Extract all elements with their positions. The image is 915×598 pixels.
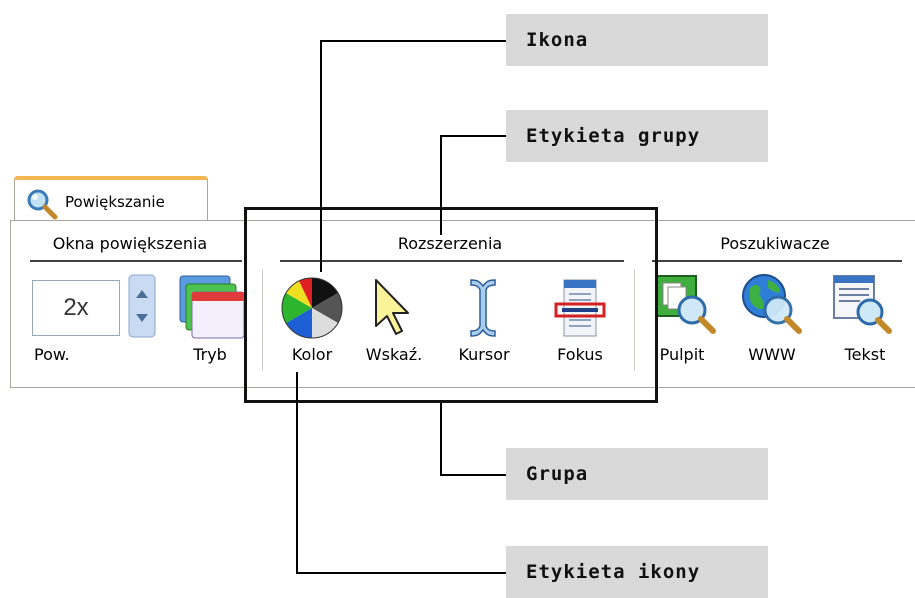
tab-powiekszanie[interactable]: Powiększanie xyxy=(14,176,208,222)
connector-etykieta-grupy-horizontal xyxy=(440,135,506,137)
connector-etykieta-ikony-vertical xyxy=(296,372,298,574)
pointer-icon[interactable] xyxy=(370,276,414,340)
spinner-icon[interactable] xyxy=(128,274,156,338)
web-finder-icon[interactable] xyxy=(740,272,804,338)
callout-etykieta-ikony: Etykieta ikony xyxy=(506,546,768,598)
group-separator xyxy=(634,270,635,370)
focus-icon[interactable] xyxy=(552,276,608,340)
group-label-poszukiwacze: Poszukiwacze xyxy=(720,234,830,253)
group-label-rozszerzenia: Rozszerzenia xyxy=(397,234,503,253)
group-label-okna: Okna powiększenia xyxy=(52,234,208,253)
connector-ikona-vertical xyxy=(320,40,322,272)
item-label-www: WWW xyxy=(748,345,796,364)
connector-etykieta-grupy-vertical xyxy=(440,135,442,235)
item-label-pow: Pow. xyxy=(34,345,70,364)
ibeam-cursor-icon[interactable] xyxy=(468,276,498,340)
item-label-kursor: Kursor xyxy=(458,345,510,364)
color-wheel-icon[interactable] xyxy=(280,276,344,340)
connector-etykieta-ikony-horizontal xyxy=(296,572,506,574)
item-label-tryb: Tryb xyxy=(193,345,227,364)
connector-ikona-horizontal xyxy=(320,40,506,42)
zoom-level-field[interactable]: 2x xyxy=(32,280,120,336)
item-label-pulpit: Pulpit xyxy=(659,345,705,364)
text-finder-icon[interactable] xyxy=(830,272,894,338)
item-label-fokus: Fokus xyxy=(557,345,603,364)
desktop-finder-icon[interactable] xyxy=(654,272,718,338)
callout-ikona: Ikona xyxy=(506,14,768,66)
connector-grupa-horizontal xyxy=(440,474,506,476)
windows-icon[interactable] xyxy=(178,274,244,340)
magnifier-icon xyxy=(27,189,58,220)
item-label-tekst: Tekst xyxy=(844,345,886,364)
group-separator xyxy=(262,270,263,370)
connector-grupa-vertical xyxy=(440,403,442,476)
callout-etykieta-grupy: Etykieta grupy xyxy=(506,110,768,162)
group-divider-rozszerzenia xyxy=(280,260,624,262)
group-divider-poszukiwacze xyxy=(652,260,902,262)
callout-grupa: Grupa xyxy=(506,448,768,500)
group-highlight-box xyxy=(244,207,658,403)
tab-label: Powiększanie xyxy=(65,193,165,211)
item-label-wskaz: Wskaź. xyxy=(365,345,423,364)
item-label-kolor: Kolor xyxy=(291,345,333,364)
group-divider-okna xyxy=(30,260,242,262)
